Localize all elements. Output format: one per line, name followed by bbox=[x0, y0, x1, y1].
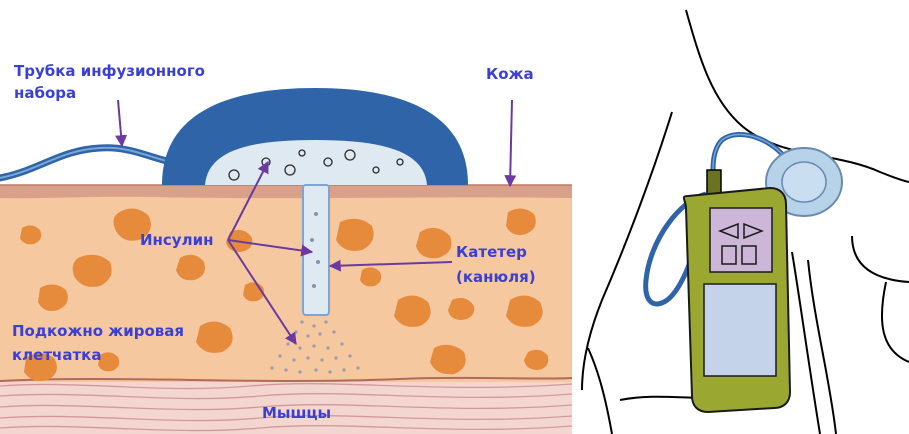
label-insulin: Инсулин bbox=[140, 229, 213, 251]
label-tube-line2: набора bbox=[14, 82, 76, 104]
label-skin: Кожа bbox=[486, 63, 534, 85]
label-muscle: Мышцы bbox=[262, 402, 331, 424]
label-catheter-line2: (канюля) bbox=[456, 266, 536, 288]
pump-button-panel bbox=[710, 208, 772, 272]
skin-layer bbox=[0, 185, 572, 198]
insulin-pump-device bbox=[684, 170, 790, 412]
infusion-site-inner bbox=[782, 162, 826, 202]
cannula bbox=[303, 185, 329, 315]
pump-on-body-panel bbox=[580, 0, 909, 434]
pump-screen bbox=[704, 284, 776, 376]
label-fat-line2: клетчатка bbox=[12, 344, 101, 366]
label-tube-line1: Трубка инфузионного bbox=[14, 60, 205, 82]
label-fat-line1: Подкожно жировая bbox=[12, 320, 184, 342]
label-catheter-line1: Катетер bbox=[456, 241, 527, 263]
